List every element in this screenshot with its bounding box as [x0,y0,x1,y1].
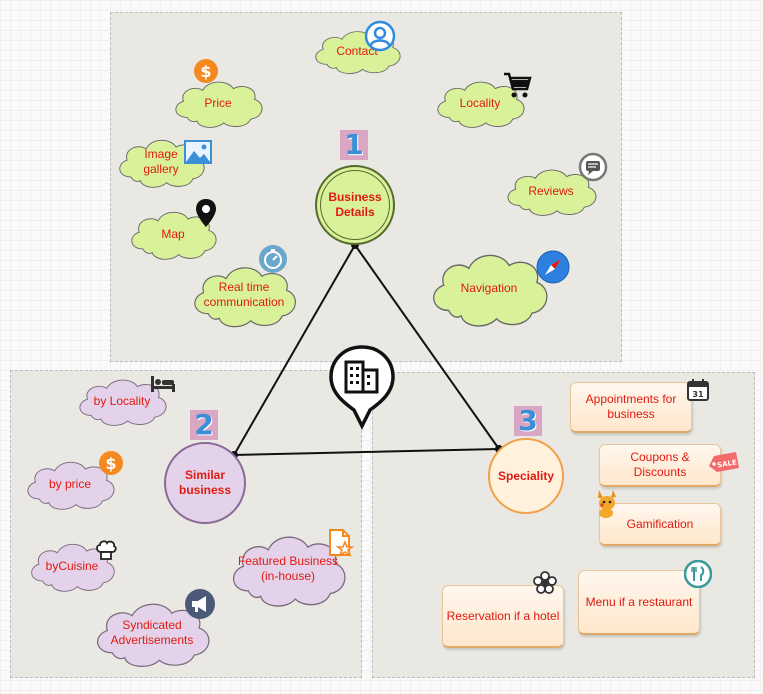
price-cloud[interactable]: Price [170,76,266,130]
pokemon-icon [594,488,620,518]
contact-label: Contact [336,43,378,58]
section-1-number: 1 [340,130,368,160]
price-label: Price [204,95,232,110]
navigation-cloud[interactable]: Navigation [426,246,552,330]
sale-tag-icon: SALE [706,450,740,474]
stopwatch-icon [258,244,288,274]
by-locality-label: by Locality [93,393,151,408]
locality-cloud[interactable]: Locality [432,76,528,130]
chef-hat-icon [94,538,118,562]
menu-label: Menu if a restaurant [585,594,693,609]
by-cuisine-label: byCuisine [45,558,99,573]
dollar-circle-icon: $ [193,58,219,84]
svg-text:SALE: SALE [717,458,738,469]
similar-business-label: Similar business [178,468,232,497]
featured-business-cloud[interactable]: Featured Business (in-house) [226,528,350,610]
gamification-label: Gamification [626,516,694,531]
landscape-image-icon [184,140,212,164]
svg-text:$: $ [200,62,211,81]
syndicated-ads-cloud[interactable]: Syndicated Advertisements [90,596,214,670]
compass-icon [536,250,570,284]
menu-box[interactable]: Menu if a restaurant [578,570,700,635]
appointments-box[interactable]: Appointments for business [570,382,692,433]
person-circle-icon [364,20,396,52]
fork-knife-icon [684,560,712,588]
real-time-label: Real time communication [203,280,285,309]
by-locality-cloud[interactable]: by Locality [74,374,170,428]
navigation-label: Navigation [460,280,518,295]
map-pin-icon [194,198,218,228]
coupons-box[interactable]: Coupons & Discounts [599,444,721,487]
speciality-node[interactable]: Speciality [488,438,564,514]
map-label: Map [161,226,185,241]
by-price-cloud[interactable]: by price [22,456,118,512]
bed-icon [150,374,176,394]
coupons-label: Coupons & Discounts [630,450,690,479]
speciality-label: Speciality [497,468,555,483]
appointments-label: Appointments for business [585,392,677,421]
reservation-label: Reservation if a hotel [446,608,560,623]
image-gallery-label: Image gallery [143,147,179,176]
section-2-number: 2 [190,410,218,440]
reservation-box[interactable]: Reservation if a hotel [442,585,564,648]
by-price-label: by price [48,476,92,491]
by-cuisine-cloud[interactable]: byCuisine [26,538,118,594]
gamification-box[interactable]: Gamification [599,503,721,546]
business-details-node[interactable]: Business Details [315,165,395,245]
building-pin-icon [328,344,396,430]
section-3-number: 3 [514,406,542,436]
featured-business-label: Featured Business (in-house) [237,554,339,583]
dollar-circle-icon: $ [98,450,124,476]
map-cloud[interactable]: Map [126,206,220,262]
reviews-label: Reviews [528,183,574,198]
svg-text:$: $ [105,454,116,473]
business-details-label: Business Details [328,190,382,219]
reviews-cloud[interactable]: Reviews [502,164,600,218]
megaphone-icon [184,588,216,620]
svg-text:31: 31 [692,390,704,399]
syndicated-ads-label: Syndicated Advertisements [110,618,194,647]
similar-business-node[interactable]: Similar business [164,442,246,524]
flower-icon [532,570,558,596]
real-time-cloud[interactable]: Real time communication [188,260,300,330]
calendar-icon: 31 [686,378,710,402]
document-star-icon [328,528,354,558]
shopping-cart-icon [502,70,532,100]
image-gallery-cloud[interactable]: Image gallery [114,134,208,190]
locality-label: Locality [459,95,501,110]
chat-bubble-icon [578,152,608,182]
